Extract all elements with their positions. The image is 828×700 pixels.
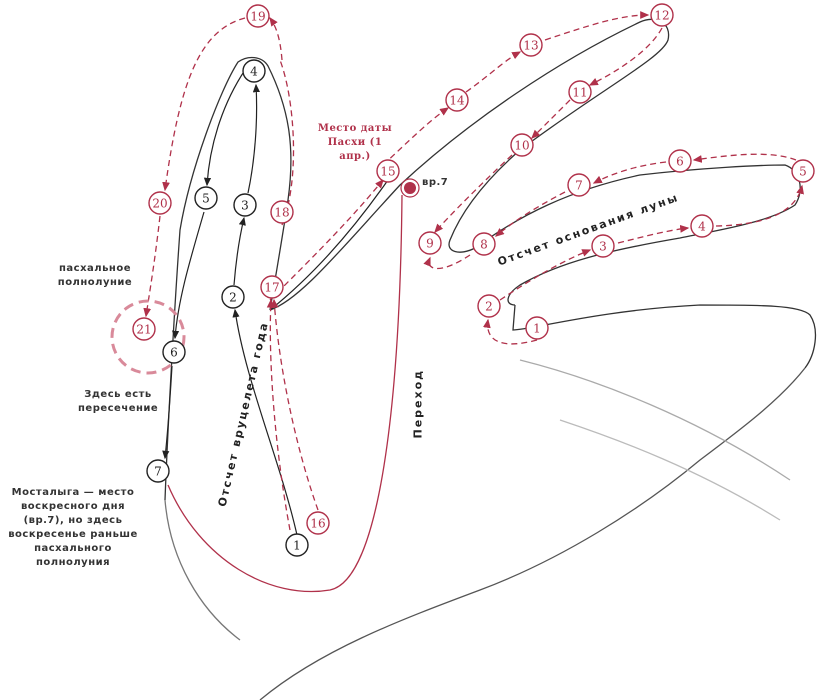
transition-label: Переход [411, 368, 425, 439]
black-marker-4: 4 [242, 59, 266, 83]
marker-number: 16 [310, 517, 325, 531]
marker-number: 5 [799, 165, 807, 179]
marker-circle [285, 533, 309, 557]
black-marker-7: 7 [146, 459, 170, 483]
vr7-label: вр.7 [422, 177, 449, 188]
moon-marker-1: 1 [525, 316, 549, 340]
easter-date-label: Место даты Пасхи (1 апр.) [317, 123, 393, 162]
red-marker-11: 11 [568, 80, 592, 104]
marker-number: 7 [154, 465, 162, 479]
marker-number: 8 [480, 238, 488, 252]
marker-circle [472, 232, 496, 256]
black-marker-1: 1 [285, 533, 309, 557]
intersection-label: Здесь есть пересечение [78, 389, 159, 414]
marker-circle [270, 200, 294, 224]
red-marker-8: 8 [472, 232, 496, 256]
red-marker-14: 14 [445, 88, 469, 112]
marker-circle [246, 4, 270, 28]
marker-number: 19 [250, 10, 265, 24]
red-marker-18: 18 [270, 200, 294, 224]
paschal-full-moon-label: пасхальное полнолуние [57, 263, 133, 288]
marker-circle [477, 294, 501, 318]
marker-circle [591, 234, 615, 258]
black-path [162, 69, 389, 536]
marker-circle [146, 459, 170, 483]
mostalyga-label: Мосталыга — место воскресного дня (вр.7)… [8, 487, 138, 568]
red-marker-12: 12 [650, 3, 674, 27]
marker-number: 18 [274, 206, 289, 220]
marker-circle [650, 3, 674, 27]
marker-number: 6 [170, 346, 178, 360]
marker-number: 21 [136, 323, 151, 337]
marker-number: 12 [654, 9, 669, 23]
marker-number: 2 [485, 300, 493, 314]
marker-circle [445, 88, 469, 112]
marker-circle [510, 133, 534, 157]
marker-circle [567, 173, 591, 197]
marker-number: 11 [572, 86, 587, 100]
marker-circle [162, 340, 186, 364]
marker-circle [376, 159, 400, 183]
marker-number: 9 [426, 237, 434, 251]
marker-number: 20 [152, 197, 167, 211]
red-marker-9: 9 [418, 231, 442, 255]
marker-circle [791, 159, 815, 183]
marker-number: 5 [202, 192, 210, 206]
vr7-dot-icon [400, 178, 420, 198]
marker-circle [233, 193, 257, 217]
marker-number: 2 [229, 291, 237, 305]
marker-circle [690, 214, 714, 238]
marker-circle [132, 317, 156, 341]
marker-number: 10 [514, 139, 529, 153]
moon-marker-6: 6 [668, 149, 692, 173]
marker-circle [148, 191, 172, 215]
marker-number: 14 [449, 94, 465, 108]
marker-circle [260, 275, 284, 299]
marker-number: 7 [575, 179, 583, 193]
red-marker-20: 20 [148, 191, 172, 215]
marker-number: 3 [241, 199, 249, 213]
marker-circle [668, 149, 692, 173]
red-marker-15: 15 [376, 159, 400, 183]
red-marker-21: 21 [132, 317, 156, 341]
marker-number: 15 [380, 165, 395, 179]
marker-circle [221, 285, 245, 309]
black-marker-3: 3 [233, 193, 257, 217]
marker-number: 13 [523, 39, 538, 53]
black-marker-6: 6 [162, 340, 186, 364]
marker-circle [242, 59, 266, 83]
marker-number: 3 [599, 240, 607, 254]
red-marker-19: 19 [246, 4, 270, 28]
red-marker-13: 13 [519, 33, 543, 57]
moon-marker-7: 7 [567, 173, 591, 197]
marker-circle [519, 33, 543, 57]
moon-marker-4: 4 [690, 214, 714, 238]
marker-circle [194, 186, 218, 210]
marker-number: 4 [250, 65, 258, 79]
marker-circle [568, 80, 592, 104]
marker-circle [306, 511, 330, 535]
black-marker-5: 5 [194, 186, 218, 210]
red-marker-10: 10 [510, 133, 534, 157]
moon-marker-2: 2 [477, 294, 501, 318]
red-marker-17: 17 [260, 275, 284, 299]
red-path [110, 11, 804, 593]
marker-number: 1 [293, 539, 301, 553]
marker-number: 6 [676, 155, 684, 169]
marker-circle [525, 316, 549, 340]
moon-marker-5: 5 [791, 159, 815, 183]
black-marker-2: 2 [221, 285, 245, 309]
marker-number: 4 [698, 220, 706, 234]
marker-circle [418, 231, 442, 255]
red-marker-16: 16 [306, 511, 330, 535]
marker-number: 1 [533, 322, 541, 336]
marker-number: 17 [264, 281, 279, 295]
moon-marker-3: 3 [591, 234, 615, 258]
